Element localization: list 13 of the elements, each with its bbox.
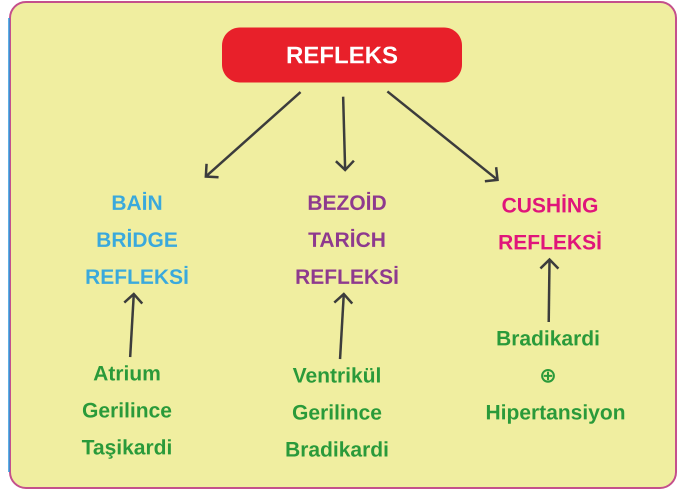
arrow <box>335 96 355 172</box>
arrow <box>540 258 560 322</box>
reflex-label: BEZOİD TARİCH REFLEKSİ <box>296 192 398 284</box>
cause-label: Bradikardi ⊕ Hipertansiyon <box>486 330 624 424</box>
arrow <box>333 292 354 360</box>
cause-label: Ventrikül Gerilince Bradikardi <box>286 367 388 457</box>
cause-label: Atrium Gerilince Taşikardi <box>82 365 172 459</box>
arrow <box>204 91 302 179</box>
title-box: REFLEKS <box>222 28 462 82</box>
arrow <box>386 90 499 182</box>
reflex-label: BAİN BRİDGE REFLEKSİ <box>86 192 188 284</box>
arrow <box>123 292 144 358</box>
reflex-label: CUSHİNG REFLEKSİ <box>500 194 601 250</box>
